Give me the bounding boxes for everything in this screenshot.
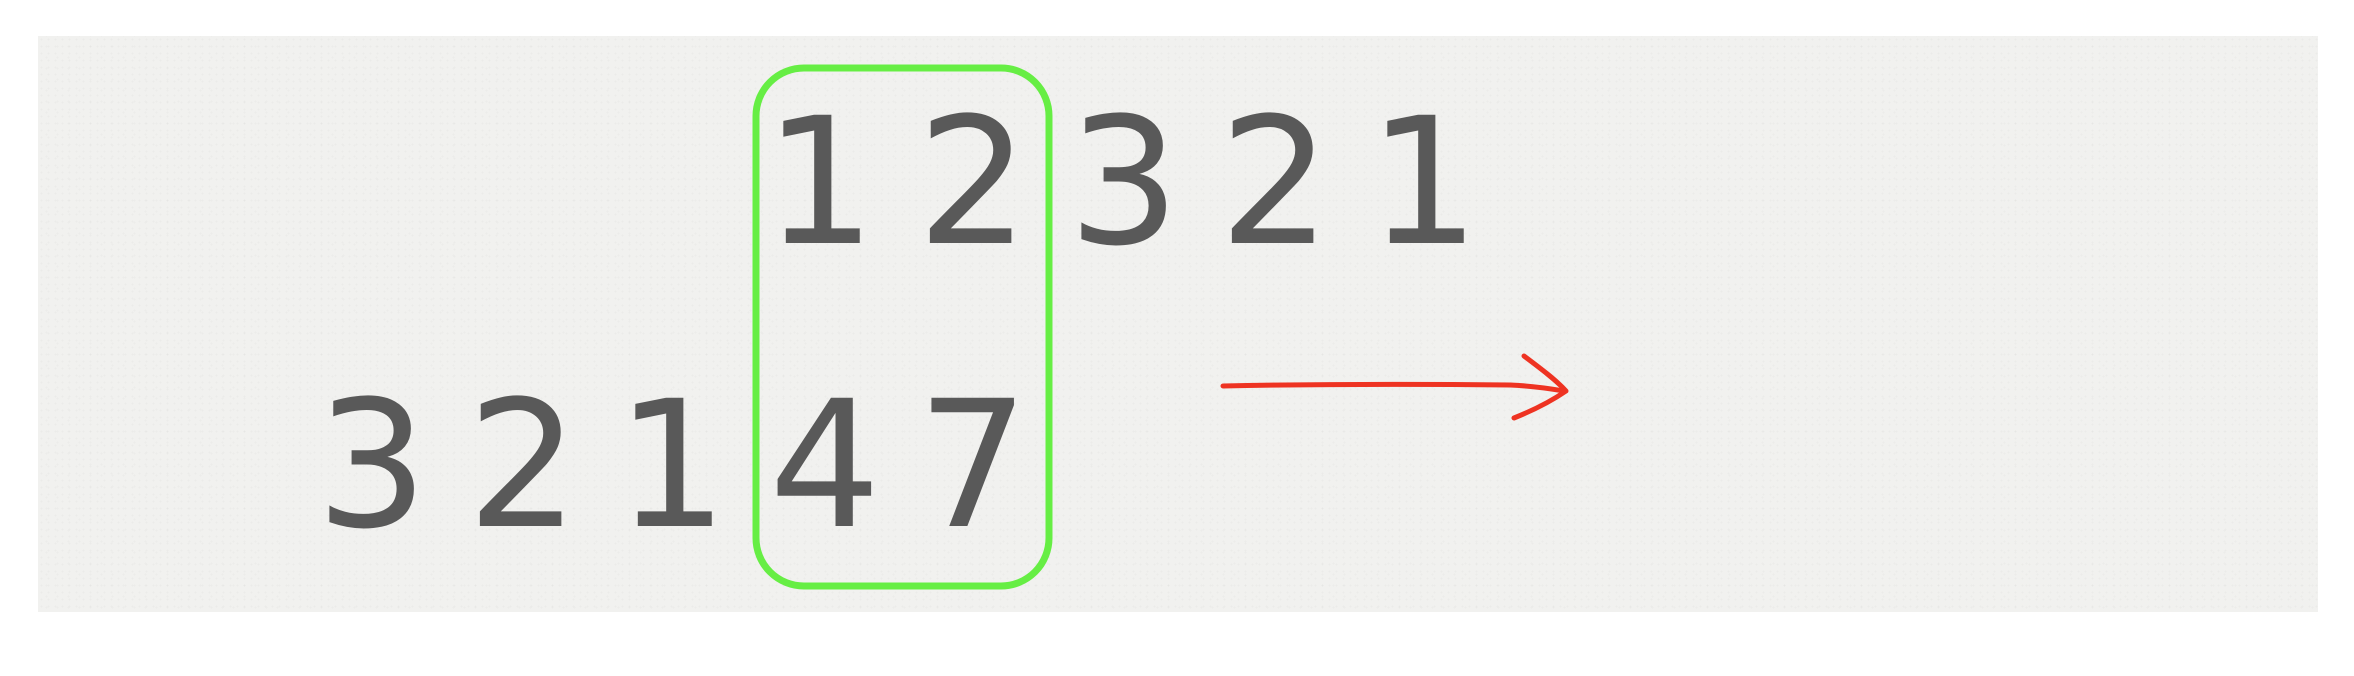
diagram-canvas [38, 36, 2318, 612]
